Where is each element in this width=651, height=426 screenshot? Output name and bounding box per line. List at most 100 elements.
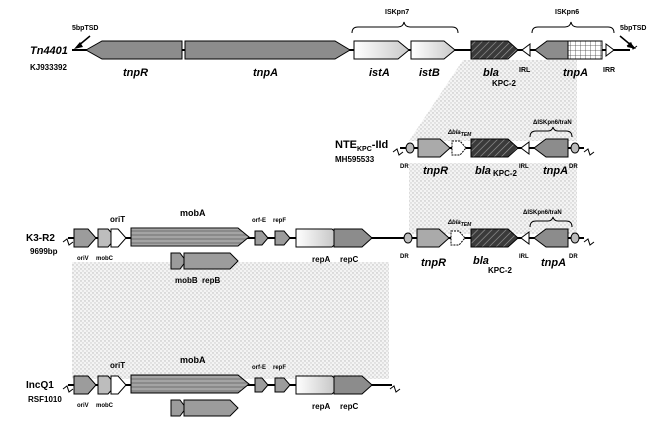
bla-label: bla <box>483 67 499 79</box>
oriT-arrow <box>110 375 127 395</box>
repB-arrow <box>183 399 239 417</box>
tnpR-arrow <box>84 40 183 60</box>
nte-kpc-label: KPC-2 <box>493 169 518 178</box>
mobA-arrow <box>130 374 250 394</box>
repC-label: repC <box>340 402 358 411</box>
bla-kpc-arrow <box>470 228 519 248</box>
delta-iskpn6-bracket <box>529 216 573 228</box>
bla-kpc-arrow <box>470 40 519 60</box>
oriV-label: oriV <box>77 403 89 409</box>
dr-right <box>570 142 580 154</box>
irl-triangle <box>521 43 531 57</box>
incq1-name: IncQ1 <box>26 380 54 391</box>
tnpR-arrow <box>417 138 451 158</box>
delta-bla-shape <box>451 140 467 156</box>
repB-arrow <box>183 252 239 270</box>
orfE-arrow <box>254 377 269 393</box>
oriV-label: oriV <box>77 256 89 262</box>
oriV-arrow <box>73 228 97 248</box>
mobA-label: mobA <box>180 208 206 218</box>
irl-triangle <box>520 141 530 155</box>
dr-right-label: DR <box>569 254 578 260</box>
repA-label: repA <box>312 255 330 264</box>
delta-bla-label: ΔblaTEM <box>447 220 472 228</box>
dr-left <box>403 232 413 244</box>
homology-regions <box>72 60 577 379</box>
repF-arrow <box>274 377 291 393</box>
homology-k3-incq <box>72 262 389 379</box>
homology-tn-nte <box>409 60 577 141</box>
delta-bla-shape <box>450 230 466 246</box>
dr-left <box>405 142 415 154</box>
tnpR-label: tnpR <box>123 67 148 79</box>
oriT-label: oriT <box>110 215 125 224</box>
repC-arrow <box>333 228 373 248</box>
delta-iskpn6-label: ΔISKpn6/traN <box>533 120 572 126</box>
mobA-arrow <box>130 227 250 247</box>
istB-label: istB <box>419 67 440 79</box>
orfE-label: orf-E <box>252 365 266 371</box>
tn4401-accession: KJ933392 <box>30 63 67 72</box>
tnpA-kpn6-grid <box>567 40 603 60</box>
nte-irl-label: IRL <box>519 164 529 170</box>
istA-label: istA <box>369 67 390 79</box>
mobC-label: mobC <box>96 403 114 409</box>
mobA-label: mobA <box>180 355 206 365</box>
tnpA-arrow <box>184 40 351 60</box>
tnpA-arrow <box>533 138 569 158</box>
tnpA-kpn6-arrow <box>534 40 569 60</box>
tnpA-arrow <box>533 228 569 248</box>
tnpA-label: tnpA <box>253 67 278 79</box>
tnpR-arrow <box>416 228 450 248</box>
tn4401-track: Tn4401 KJ933392 5bpTSD 5bpTSD tnpR tnpA … <box>30 9 646 88</box>
iskpn7-label: ISKpn7 <box>385 9 409 16</box>
oriV-arrow <box>73 375 97 395</box>
nte-track: NTEKPC-IId MH595533 DR DR ΔblaTEM ΔISKpn… <box>335 120 595 178</box>
mobB-arrow <box>170 252 187 270</box>
dr-left-label: DR <box>400 254 409 260</box>
tn4401-name: Tn4401 <box>30 45 68 57</box>
nte-accession: MH595533 <box>335 155 375 164</box>
dr-right-label: DR <box>569 164 578 170</box>
repC-label: repC <box>340 255 358 264</box>
delta-iskpn6-bracket <box>529 126 573 138</box>
oriT-arrow <box>110 228 127 248</box>
repF-label: repF <box>273 365 286 371</box>
delta-iskpn6-label: ΔISKpn6/traN <box>523 210 562 216</box>
k3r2-tnpA-label: tnpA <box>541 257 566 269</box>
orfE-label: orf-E <box>252 218 266 224</box>
iskpn6-bracket <box>531 21 615 34</box>
bla-kpc-arrow <box>470 138 519 158</box>
tsd-right-label: 5bpTSD <box>620 25 646 32</box>
k3r2-irl-label: IRL <box>519 254 529 260</box>
mobB-arrow <box>170 399 187 417</box>
repB-label: repB <box>202 276 220 285</box>
oriT-label: oriT <box>110 361 125 370</box>
repC-arrow <box>333 375 373 395</box>
mobC-label: mobC <box>96 256 114 262</box>
iskpn7-bracket <box>351 21 459 34</box>
orfE-arrow <box>254 230 269 246</box>
irr-triangle <box>605 43 615 57</box>
delta-bla-label: ΔblaTEM <box>447 130 472 138</box>
mobB-label: mobB <box>175 276 198 285</box>
homology-nte-k3 <box>409 163 577 234</box>
nte-bla-label: bla <box>475 165 491 177</box>
tnpA-kpn6-label: tnpA <box>563 67 588 79</box>
k3r2-bla-label: bla <box>473 255 489 267</box>
istB-arrow <box>410 40 456 60</box>
k3r2-track: K3-R2 9699bp oriV mobC oriT mobA mobB re… <box>26 208 595 285</box>
incq1-accession: RSF1010 <box>28 395 62 404</box>
k3r2-size: 9699bp <box>30 247 58 256</box>
istA-arrow <box>353 40 410 60</box>
repF-arrow <box>274 230 291 246</box>
dr-right <box>570 232 580 244</box>
kpc-label: KPC-2 <box>492 79 517 88</box>
nte-name: NTEKPC-IId <box>335 139 388 153</box>
nte-tnpA-label: tnpA <box>543 165 568 177</box>
k3r2-name: K3-R2 <box>26 233 55 244</box>
irr-label: IRR <box>603 67 615 74</box>
nte-tnpR-label: tnpR <box>423 165 448 177</box>
